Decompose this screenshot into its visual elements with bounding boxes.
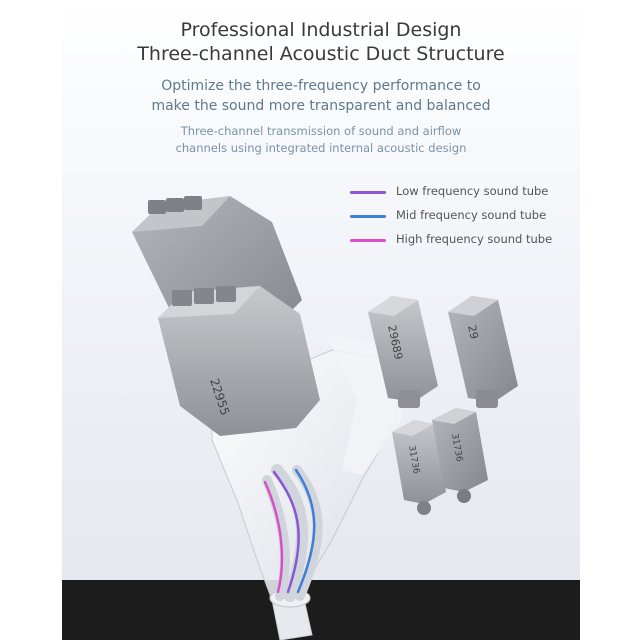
large-driver-front: 22955 — [158, 286, 320, 436]
small-driver-1-label: 31736 — [406, 445, 421, 475]
subtitle-line-1: Optimize the three-frequency performance… — [161, 78, 481, 94]
small-driver-1: 31736 — [392, 420, 446, 515]
legend-item-low: Low frequency sound tube — [350, 182, 570, 206]
legend-line-high — [350, 239, 386, 242]
small-driver-2-label: 31736 — [449, 433, 464, 463]
legend-label-high: High frequency sound tube — [396, 232, 553, 246]
earphone-illustration: 22955 29689 29 31736 — [132, 196, 518, 640]
legend-label-mid: Mid frequency sound tube — [396, 208, 547, 222]
tube-legend: Low frequency sound tube Mid frequency s… — [350, 182, 570, 254]
sound-tubes — [262, 464, 323, 602]
legend-item-high: High frequency sound tube — [350, 230, 570, 254]
product-panel: 22955 29689 29 31736 — [62, 0, 580, 640]
high-frequency-tube — [263, 480, 284, 594]
legend-line-low — [350, 191, 386, 194]
mid-driver-2-label: 29 — [465, 324, 481, 340]
subtitle-line-2: make the sound more transparent and bala… — [151, 98, 491, 114]
legend-label-low: Low frequency sound tube — [396, 184, 549, 198]
title-line-2: Three-channel Acoustic Duct Structure — [137, 43, 505, 65]
mid-driver-1: 29689 — [368, 296, 438, 408]
description-line-2: channels using integrated internal acous… — [175, 141, 467, 155]
mid-frequency-tube — [294, 468, 316, 594]
title-line-1: Professional Industrial Design — [180, 19, 462, 41]
low-frequency-tube — [272, 470, 300, 594]
small-driver-2: 31736 — [432, 408, 488, 503]
legend-line-mid — [350, 215, 386, 218]
description-line-1: Three-channel transmission of sound and … — [180, 124, 462, 138]
legend-item-mid: Mid frequency sound tube — [350, 206, 570, 230]
mid-driver-2: 29 — [448, 296, 518, 408]
dark-floor — [62, 580, 580, 640]
